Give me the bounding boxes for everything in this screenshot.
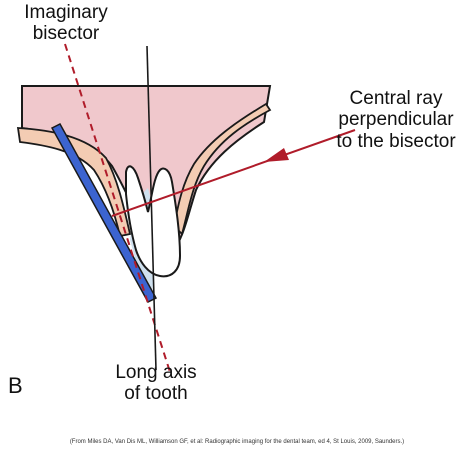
long-axis-label-line-2: of tooth — [124, 383, 188, 405]
tooth — [125, 165, 182, 278]
imaginary-bisector-label: Imaginary bisector — [0, 2, 132, 45]
image-receptor — [50, 123, 158, 303]
imaginary-bisector-line — [64, 43, 171, 373]
central-ray-label: Central ray perpendicular to the bisecto… — [318, 88, 474, 152]
long-axis-line — [146, 45, 157, 371]
central-ray-label-line-1: Central ray — [349, 88, 443, 109]
central-ray-arrowhead — [264, 148, 289, 162]
bisector-label-line-1: Imaginary — [24, 2, 108, 23]
panel-letter: B — [8, 373, 23, 398]
central-ray-label-line-3: to the bisector — [336, 130, 456, 152]
central-ray-line — [111, 129, 356, 217]
central-ray-label-line-2: perpendicular — [338, 109, 454, 131]
figure-credit: (From Miles DA, Van Dis ML, Williamson G… — [69, 439, 405, 445]
long-axis-label-line-1: Long axis — [115, 362, 197, 383]
long-axis-label: Long axis of tooth — [78, 362, 234, 405]
bisector-label-line-2: bisector — [32, 23, 100, 45]
